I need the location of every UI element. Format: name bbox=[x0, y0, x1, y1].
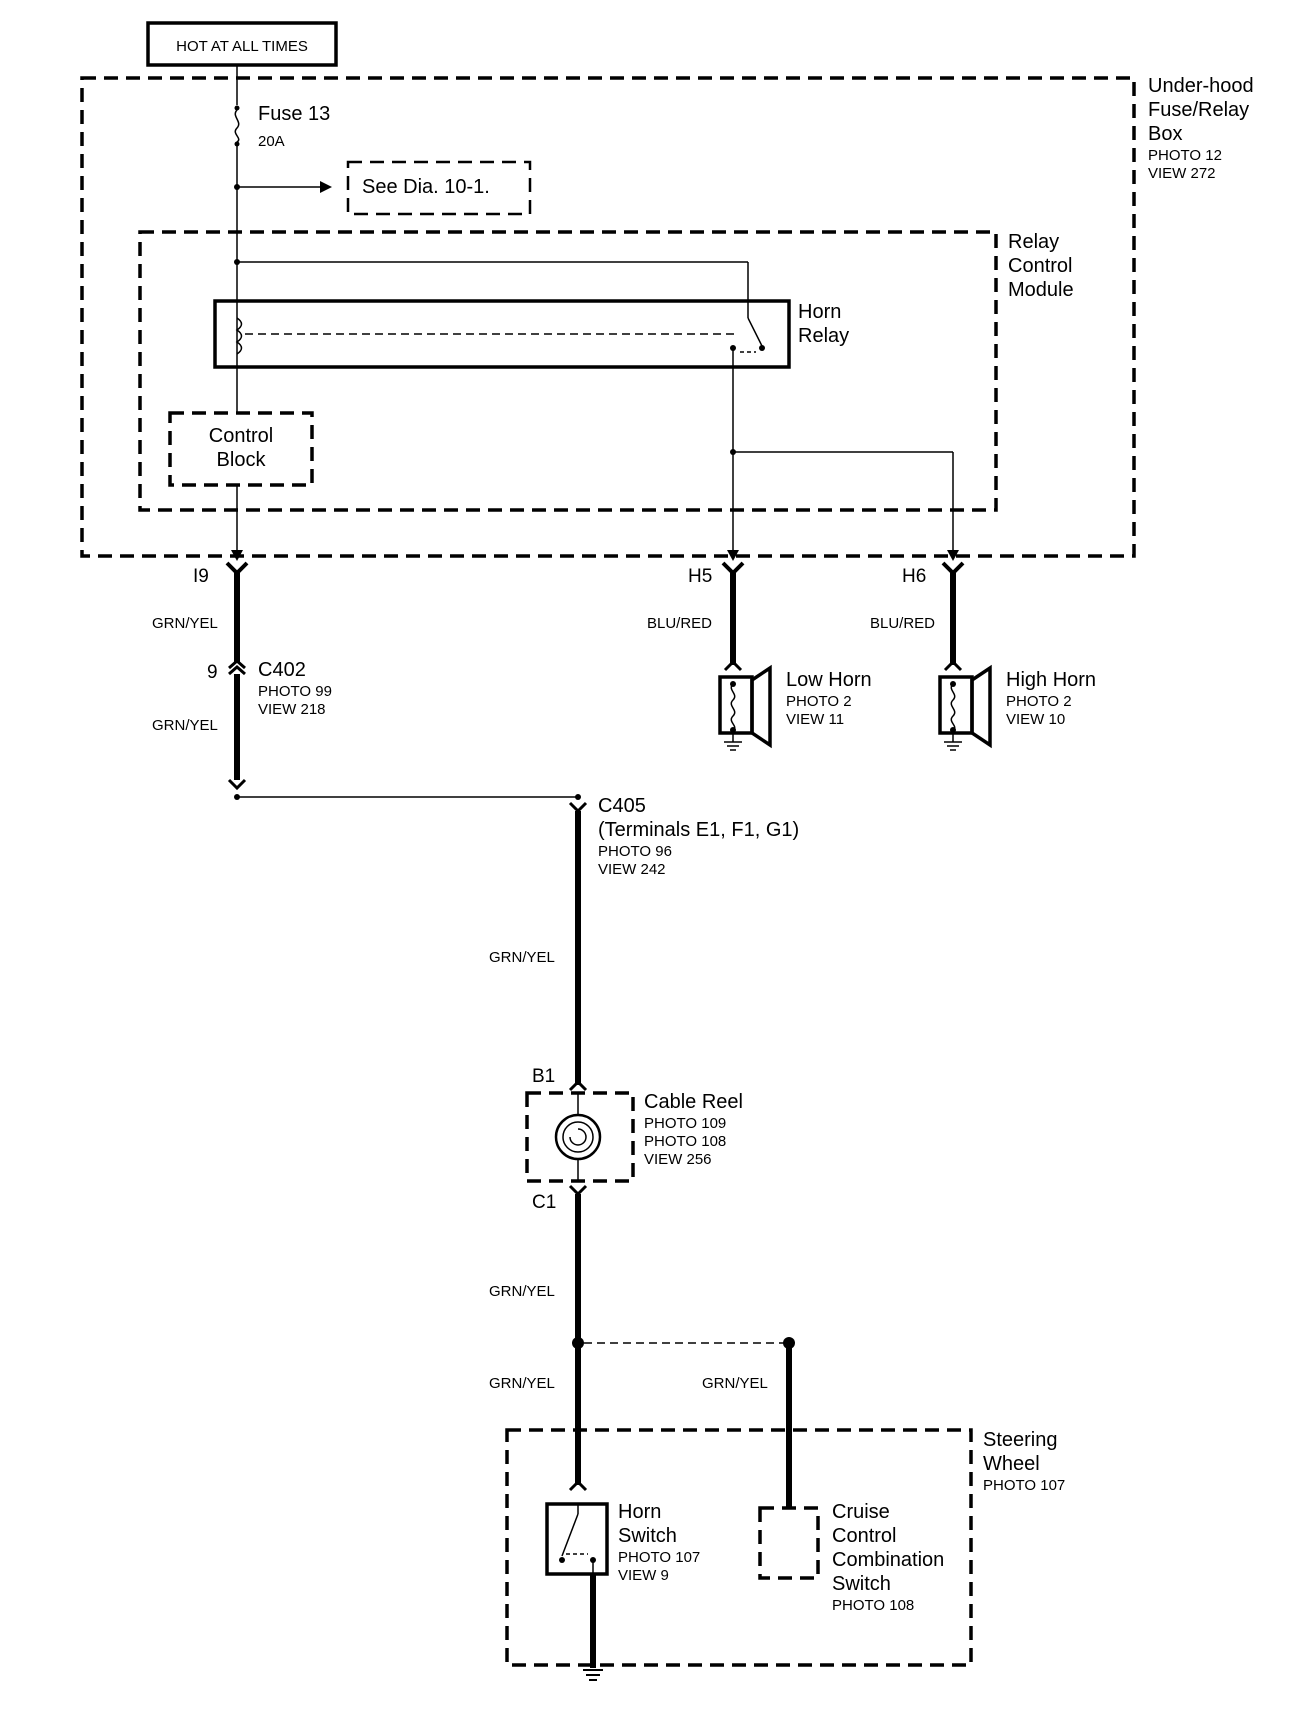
terminal-b1: B1 bbox=[532, 1066, 555, 1087]
wire-color-c405: GRN/YEL bbox=[489, 949, 555, 966]
wire-color-i9: GRN/YEL bbox=[152, 615, 218, 632]
wire-color-cruise: GRN/YEL bbox=[702, 1375, 768, 1392]
connector-c402: 9 C402 PHOTO 99 VIEW 218 bbox=[207, 659, 332, 718]
horn-switch-label-1: Horn bbox=[618, 1501, 661, 1523]
low-horn-photo: PHOTO 2 bbox=[786, 693, 852, 710]
fuse-rating: 20A bbox=[258, 133, 285, 150]
c405-photo: PHOTO 96 bbox=[598, 843, 672, 860]
high-horn: High Horn PHOTO 2 VIEW 10 bbox=[938, 664, 1096, 751]
control-block: Control Block bbox=[168, 411, 314, 487]
cruise-control-combination-switch: Cruise Control Combination Switch PHOTO … bbox=[758, 1501, 944, 1614]
horn-relay: Horn Relay bbox=[213, 299, 849, 369]
ground-symbol bbox=[583, 1669, 603, 1681]
cruise-switch-label-2: Control bbox=[832, 1525, 896, 1547]
cruise-switch-photo: PHOTO 108 bbox=[832, 1597, 914, 1614]
see-diagram-reference[interactable]: See Dia. 10-1. bbox=[346, 160, 532, 216]
relay-module-label-1: Relay bbox=[1008, 231, 1059, 253]
cruise-switch-label-4: Switch bbox=[832, 1573, 891, 1595]
relay-module-label-3: Module bbox=[1008, 279, 1074, 301]
c402-photo: PHOTO 99 bbox=[258, 683, 332, 700]
fuse-box-photo: PHOTO 12 bbox=[1148, 147, 1222, 164]
cable-reel-photo-1: PHOTO 109 bbox=[644, 1115, 726, 1132]
horn-switch-label-2: Switch bbox=[618, 1525, 677, 1547]
horn-relay-label-2: Relay bbox=[798, 325, 849, 347]
steering-wheel-label-2: Wheel bbox=[983, 1453, 1040, 1475]
terminal-h5: H5 bbox=[688, 566, 712, 587]
wire-color-h6: BLU/RED bbox=[870, 615, 935, 632]
wire-color-c1: GRN/YEL bbox=[489, 1283, 555, 1300]
power-source: HOT AT ALL TIMES bbox=[146, 21, 338, 67]
terminal-i9: I9 bbox=[193, 566, 209, 587]
fuse-box-view: VIEW 272 bbox=[1148, 165, 1216, 182]
steering-wheel: Steering Wheel PHOTO 107 bbox=[505, 1428, 1065, 1667]
high-horn-photo: PHOTO 2 bbox=[1006, 693, 1072, 710]
wire-color-horn-switch: GRN/YEL bbox=[489, 1375, 555, 1392]
horn-switch: Horn Switch PHOTO 107 VIEW 9 bbox=[545, 1501, 700, 1584]
connector-c405: C405 (Terminals E1, F1, G1) PHOTO 96 VIE… bbox=[598, 795, 799, 878]
high-horn-view: VIEW 10 bbox=[1006, 711, 1065, 728]
terminal-c1: C1 bbox=[532, 1192, 556, 1213]
relay-control-module: Relay Control Module bbox=[138, 230, 1074, 512]
cable-reel-view: VIEW 256 bbox=[644, 1151, 712, 1168]
control-block-label-1: Control bbox=[209, 425, 273, 447]
control-block-label-2: Block bbox=[217, 449, 267, 471]
power-source-label: HOT AT ALL TIMES bbox=[176, 38, 308, 55]
wire-color-h5: BLU/RED bbox=[647, 615, 712, 632]
c402-view: VIEW 218 bbox=[258, 701, 326, 718]
fuse-box-label-2: Fuse/Relay bbox=[1148, 99, 1249, 121]
cruise-switch-label-1: Cruise bbox=[832, 1501, 890, 1523]
horn-switch-photo: PHOTO 107 bbox=[618, 1549, 700, 1566]
high-horn-name: High Horn bbox=[1006, 669, 1096, 691]
fuse-box-label-1: Under-hood bbox=[1148, 75, 1254, 97]
see-diagram-label[interactable]: See Dia. 10-1. bbox=[362, 176, 490, 198]
c405-terminals: (Terminals E1, F1, G1) bbox=[598, 819, 799, 841]
c405-name: C405 bbox=[598, 795, 646, 817]
cable-reel-name: Cable Reel bbox=[644, 1091, 743, 1113]
horn-relay-label-1: Horn bbox=[798, 301, 841, 323]
low-horn: Low Horn PHOTO 2 VIEW 11 bbox=[718, 664, 872, 751]
low-horn-name: Low Horn bbox=[786, 669, 872, 691]
terminal-h6: H6 bbox=[902, 566, 926, 587]
c405-view: VIEW 242 bbox=[598, 861, 666, 878]
fuse-13: Fuse 13 20A bbox=[234, 100, 330, 150]
c402-pin: 9 bbox=[207, 662, 218, 683]
low-horn-view: VIEW 11 bbox=[786, 711, 844, 728]
cruise-switch-label-3: Combination bbox=[832, 1549, 944, 1571]
cable-reel: Cable Reel PHOTO 109 PHOTO 108 VIEW 256 bbox=[525, 1091, 743, 1183]
cable-reel-photo-2: PHOTO 108 bbox=[644, 1133, 726, 1150]
fuse-box-label-3: Box bbox=[1148, 123, 1182, 145]
wire-color-c402: GRN/YEL bbox=[152, 717, 218, 734]
horn-switch-view: VIEW 9 bbox=[618, 1567, 669, 1584]
under-hood-fuse-relay-box: Under-hood Fuse/Relay Box PHOTO 12 VIEW … bbox=[80, 75, 1254, 558]
c402-name: C402 bbox=[258, 659, 306, 681]
steering-wheel-label-1: Steering bbox=[983, 1429, 1058, 1451]
steering-wheel-photo: PHOTO 107 bbox=[983, 1477, 1065, 1494]
relay-module-label-2: Control bbox=[1008, 255, 1072, 277]
fuse-name: Fuse 13 bbox=[258, 103, 330, 125]
